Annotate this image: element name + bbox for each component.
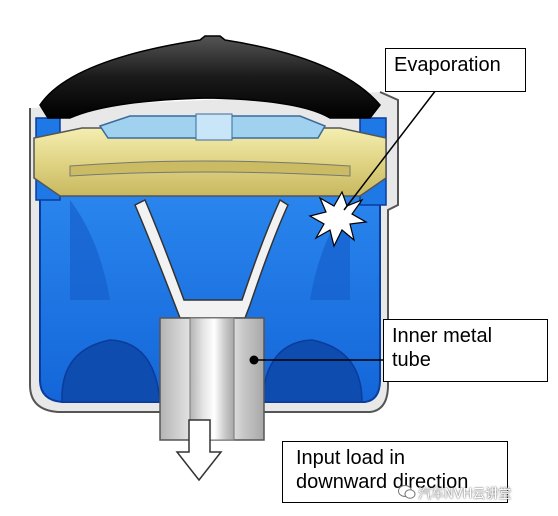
inner-plate-center — [195, 113, 233, 141]
inner-cavity-left — [70, 200, 110, 300]
top-cap — [39, 35, 381, 119]
evaporation-leader-line — [343, 89, 437, 211]
right-void — [261, 339, 363, 403]
wechat-icon — [398, 485, 416, 499]
tube-leader-dot — [249, 355, 259, 365]
input-load-label-line2: downward direction — [296, 471, 469, 493]
diaphragm-slot — [69, 160, 351, 177]
input-load-callout: Input load in downward direction — [282, 441, 508, 503]
evaporation-callout: Evaporation — [385, 48, 526, 92]
inner-metal-tube-label-line1: Inner metal — [392, 325, 493, 347]
evaporation-burst-icon — [308, 190, 368, 248]
inner-metal-tube-callout: Inner metal tube — [383, 319, 548, 382]
evaporation-label: Evaporation — [394, 54, 501, 76]
inner-metal-sleeve — [134, 198, 289, 319]
inner-metal-tube-label-line2: tube — [392, 349, 431, 371]
input-load-label-line1: Input load in — [296, 447, 405, 469]
watermark-text: 汽车NVH云讲堂 — [418, 487, 512, 502]
load-arrow — [175, 419, 223, 482]
left-void — [61, 339, 161, 403]
